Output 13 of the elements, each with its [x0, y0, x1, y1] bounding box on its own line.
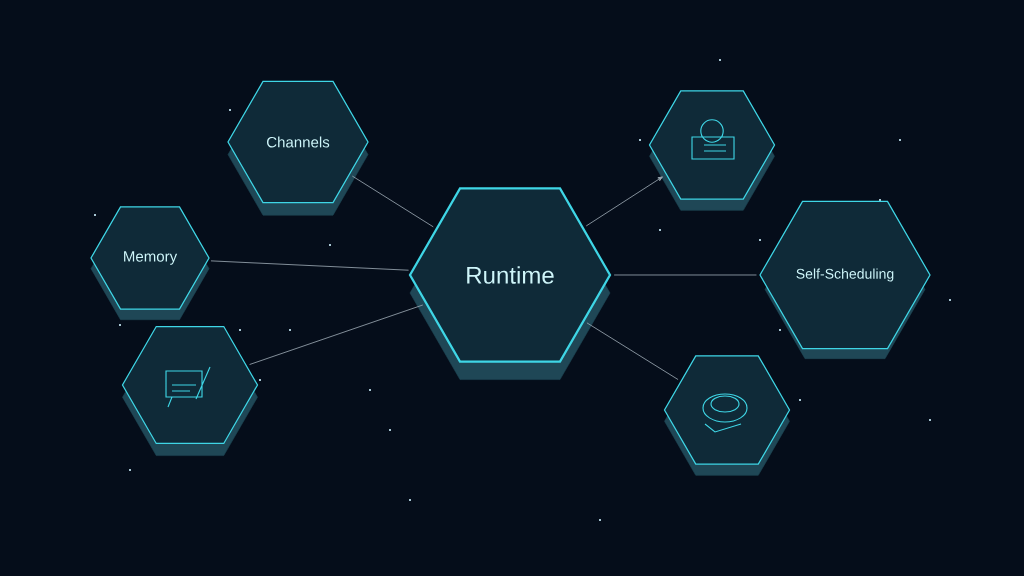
connector-line	[613, 274, 757, 276]
hexagon-node: Channels	[227, 80, 369, 216]
hexagon-node	[121, 325, 259, 456]
connector-line	[585, 176, 663, 227]
connector-line	[586, 322, 679, 380]
hexagon-node: Self-Scheduling	[759, 200, 931, 359]
hexagon-node: Runtime	[408, 187, 612, 380]
hexagon-node	[648, 90, 776, 211]
connector-line	[249, 304, 424, 365]
hexagon-node: Memory	[90, 206, 210, 320]
connector-line	[210, 260, 409, 271]
hexagon-node	[663, 355, 791, 476]
connector-line	[351, 175, 434, 228]
